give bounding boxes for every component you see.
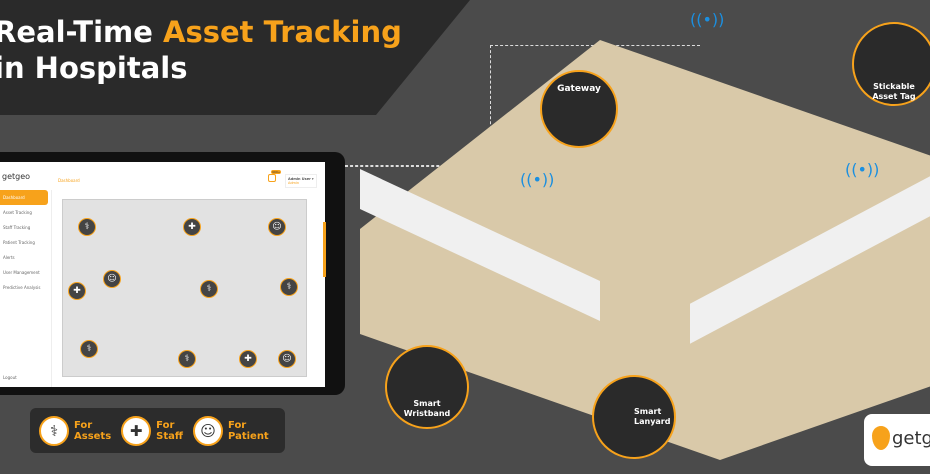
patient-icon: ☺ (193, 415, 224, 446)
tablet-device: getgeo Dashboard 999+ Admin User ▾Admin … (0, 152, 345, 395)
dashboard-screen: getgeo Dashboard 999+ Admin User ▾Admin … (0, 162, 325, 387)
sidebar-item-predictive-analysis[interactable]: Predictive Analysis (3, 285, 41, 290)
wifi-icon: ((•)) (520, 170, 555, 189)
brand-logo: getgeo (864, 414, 930, 466)
lanyard-callout: Smart Lanyard (592, 375, 676, 459)
logout-button[interactable]: Logout (3, 375, 17, 380)
scrollbar[interactable] (323, 222, 326, 277)
notification-badge: 999+ (271, 170, 282, 174)
dashboard-logo: getgeo (2, 172, 31, 181)
wifi-icon: ((•)) (690, 10, 725, 29)
iv-stand-icon: ⚕ (39, 415, 69, 446)
asset-tag-callout: Stickable Asset Tag (852, 22, 930, 106)
sidebar-item-alerts[interactable]: Alerts (3, 255, 15, 260)
nurse-marker[interactable]: ✚ (183, 218, 201, 236)
wifi-icon: ((•)) (845, 160, 880, 179)
iv-stand-marker[interactable]: ⚕ (178, 350, 196, 368)
patient-marker[interactable]: ☺ (103, 270, 121, 288)
nurse-marker[interactable]: ✚ (239, 350, 257, 368)
page-title: Real-Time Asset Tracking in Hospitals (0, 15, 402, 85)
nurse-icon: ✚ (121, 415, 152, 446)
title-banner (0, 0, 470, 115)
sidebar: Dashboard Asset Tracking Staff Tracking … (0, 190, 52, 387)
sidebar-item-user-management[interactable]: User Management (3, 270, 40, 275)
gateway-callout: Gateway (540, 70, 618, 148)
iv-stand-marker[interactable]: ⚕ (280, 278, 298, 296)
iv-stand-marker[interactable]: ⚕ (78, 218, 96, 236)
nurse-marker[interactable]: ✚ (68, 282, 86, 300)
sidebar-item-asset-tracking[interactable]: Asset Tracking (3, 210, 32, 215)
iv-stand-marker[interactable]: ⚕ (200, 280, 218, 298)
dashboard-heading: Dashboard (58, 178, 80, 183)
wristband-callout: Smart Wristband (385, 345, 469, 429)
user-menu[interactable]: Admin User ▾Admin (285, 174, 317, 188)
bell-icon[interactable] (268, 174, 276, 182)
iv-stand-marker[interactable]: ⚕ (80, 340, 98, 358)
location-pin-icon (872, 426, 890, 450)
patient-marker[interactable]: ☺ (268, 218, 286, 236)
sidebar-item-staff-tracking[interactable]: Staff Tracking (3, 225, 31, 230)
floor-map: ⚕ ✚ ☺ ☺ ✚ ⚕ ⚕ ⚕ ⚕ ✚ ☺ (62, 199, 307, 377)
sidebar-item-patient-tracking[interactable]: Patient Tracking (3, 240, 35, 245)
sidebar-item-dashboard[interactable]: Dashboard (0, 190, 48, 205)
patient-marker[interactable]: ☺ (278, 350, 296, 368)
